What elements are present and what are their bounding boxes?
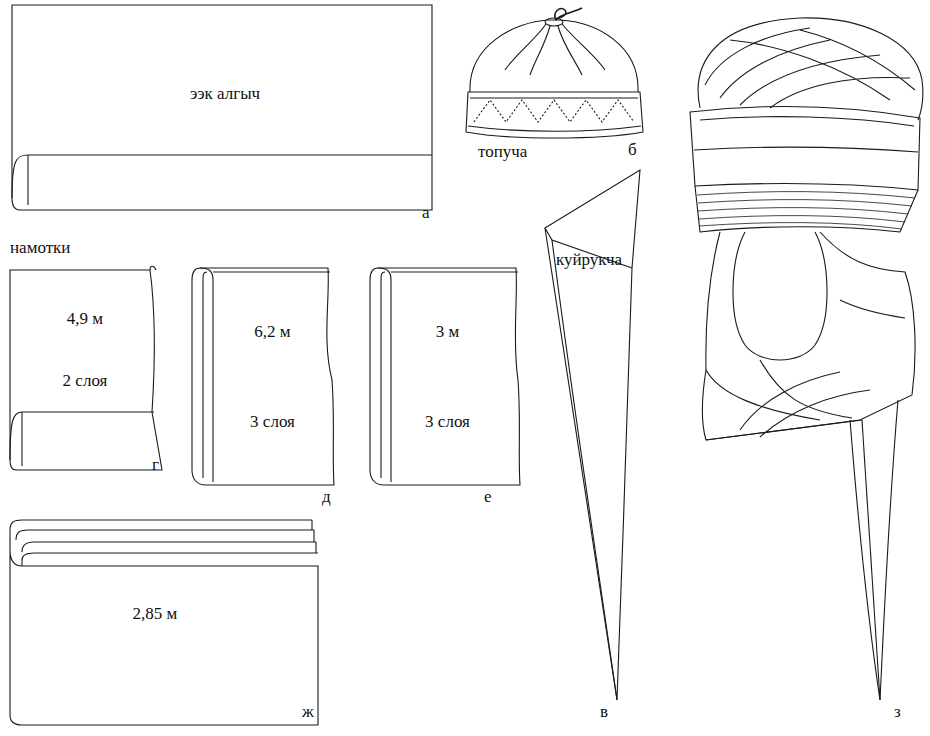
figure-letter: б bbox=[628, 140, 637, 160]
figure-letter: ж bbox=[302, 702, 314, 722]
figure-letter: д bbox=[322, 487, 331, 507]
node-text: 2 слоя bbox=[63, 371, 108, 391]
figure-letter: в bbox=[600, 702, 608, 722]
node-text: куйрукча bbox=[556, 250, 622, 270]
wrap-cloth-panel: 4,9 м 2 слоя bbox=[30, 305, 140, 395]
figure-letter: е bbox=[484, 487, 492, 507]
wrap-cloth-drawing bbox=[10, 266, 162, 470]
node-text: ээк алгыч bbox=[190, 84, 260, 104]
node-text: 4,9 м bbox=[67, 309, 103, 329]
turban-drawing bbox=[690, 18, 923, 700]
node-text: 2,85 м bbox=[133, 604, 178, 624]
cap-drawing bbox=[466, 8, 643, 138]
figure-letter: а bbox=[422, 203, 430, 223]
part-name: топуча bbox=[478, 142, 527, 162]
node-text: 3 м bbox=[436, 322, 460, 342]
figure-letter: з bbox=[894, 702, 901, 722]
wrap-cloth-panel: 3 м 3 слоя bbox=[395, 318, 500, 436]
node-text: 3 слоя bbox=[250, 412, 295, 432]
wrap-cloth-drawing bbox=[370, 268, 520, 485]
tail-cloth-panel: куйрукча bbox=[548, 246, 630, 276]
node-text: 3 слоя bbox=[425, 412, 470, 432]
group-title: намотки bbox=[10, 238, 70, 258]
chin-cloth-panel: ээк алгыч bbox=[60, 80, 390, 116]
wrap-cloth-panel: 2,85 м bbox=[60, 600, 250, 636]
node-text: 6,2 м bbox=[254, 322, 290, 342]
chin-cloth-drawing bbox=[12, 5, 432, 210]
tail-cloth-drawing bbox=[545, 170, 640, 700]
wrap-cloth-drawing bbox=[192, 268, 334, 485]
wrap-cloth-drawing bbox=[10, 520, 318, 725]
figure-letter: г bbox=[152, 455, 159, 475]
wrap-cloth-panel: 6,2 м 3 слоя bbox=[220, 318, 325, 436]
